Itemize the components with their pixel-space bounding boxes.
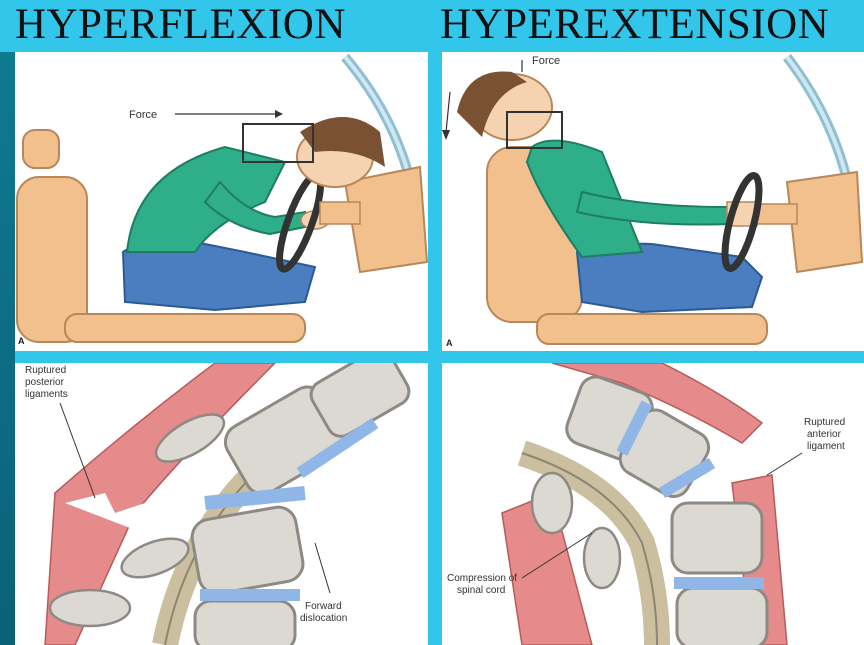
panel-hyperflexion-driver: Force A <box>15 52 428 351</box>
divider-horizontal <box>15 351 864 363</box>
hyperflexion-driver-illustration: Force A <box>15 52 428 351</box>
ruptured-posterior-ligaments-label: Ruptured posterior ligaments <box>25 365 69 400</box>
hyperextension-spine-illustration: Ruptured anterior ligament Compression o… <box>442 363 864 645</box>
compression-spinal-cord-label: Compression of spinal cord <box>447 573 520 596</box>
panel-hyperflexion-spine: Ruptured posterior ligaments Forward dis… <box>15 363 428 645</box>
title-hyperflexion: HYPERFLEXION <box>15 2 346 48</box>
title-hyperextension: HYPEREXTENSION <box>440 2 829 48</box>
force-label: Force <box>129 109 157 121</box>
force-label: Force <box>532 55 560 67</box>
hyperextension-driver-illustration: Force A <box>442 52 864 351</box>
panel-hyperextension-spine: Ruptured anterior ligament Compression o… <box>442 363 864 645</box>
hyperflexion-spine-illustration: Ruptured posterior ligaments Forward dis… <box>15 363 428 645</box>
panel-hyperextension-driver: Force A <box>442 52 864 351</box>
title-bar: HYPERFLEXION HYPEREXTENSION <box>0 0 864 52</box>
forward-dislocation-label: Forward dislocation <box>300 601 347 624</box>
ruptured-anterior-ligament-label: Ruptured anterior ligament <box>804 417 848 452</box>
panel-letter: A <box>446 338 453 348</box>
panel-letter: A <box>18 336 25 346</box>
divider-vertical <box>428 52 442 645</box>
